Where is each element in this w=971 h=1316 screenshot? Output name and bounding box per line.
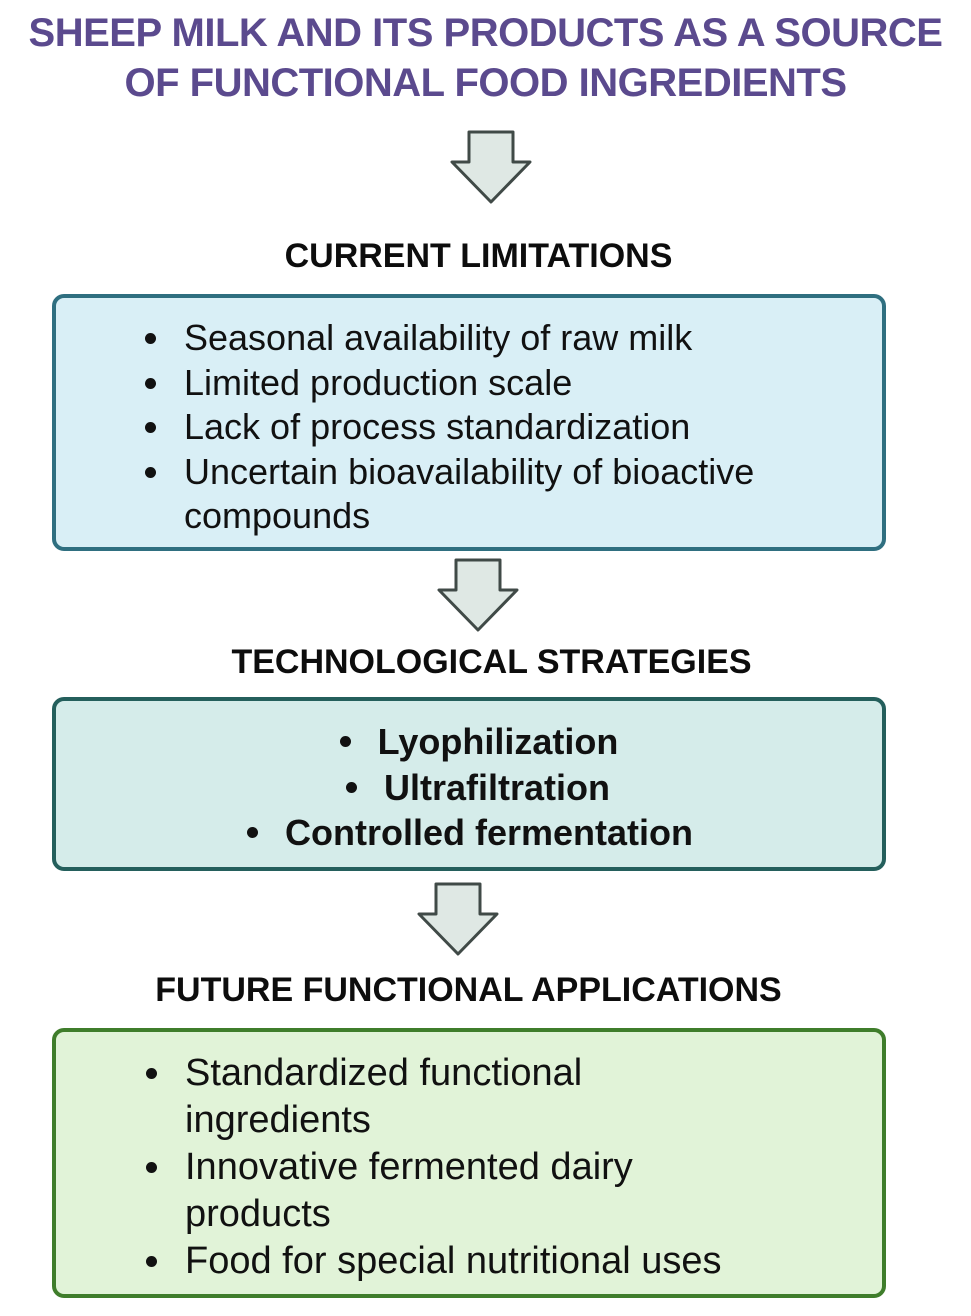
list-item: Ultrafiltration <box>56 765 882 811</box>
list-item: Seasonal availability of raw milk <box>145 316 874 361</box>
strategies-list: Lyophilization Ultrafiltration Controlle… <box>56 719 882 856</box>
list-item: Controlled fermentation <box>56 810 882 856</box>
list-item: Uncertain bioavailability of bioactive c… <box>145 450 874 539</box>
strategies-heading: TECHNOLOGICAL STRATEGIES <box>231 643 752 681</box>
down-arrow-icon <box>436 558 520 632</box>
list-item: Lyophilization <box>56 719 882 765</box>
list-item-text: Controlled fermentation <box>246 810 693 856</box>
list-item-text: Lyophilization <box>339 719 618 765</box>
limitations-list: Seasonal availability of raw milk Limite… <box>145 316 874 539</box>
list-item: Standardized functional ingredients <box>146 1050 645 1144</box>
title-line-1: SHEEP MILK AND ITS PRODUCTS AS A SOURCE <box>28 11 943 55</box>
title-line-2: OF FUNCTIONAL FOOD INGREDIENTS <box>124 61 847 105</box>
applications-heading: FUTURE FUNCTIONAL APPLICATIONS <box>155 971 782 1009</box>
limitations-heading: CURRENT LIMITATIONS <box>284 237 673 275</box>
diagram-title: SHEEP MILK AND ITS PRODUCTS AS A SOURCE … <box>0 8 971 108</box>
down-arrow-icon <box>416 882 500 956</box>
limitations-panel: Seasonal availability of raw milk Limite… <box>52 294 886 551</box>
applications-list: Standardized functional ingredients Inno… <box>146 1050 875 1285</box>
list-item: Innovative fermented dairy products <box>146 1144 685 1238</box>
list-item: Food for special nutritional uses <box>146 1238 875 1285</box>
list-item-text: Ultrafiltration <box>345 765 610 811</box>
down-arrow-icon <box>449 130 533 204</box>
strategies-panel: Lyophilization Ultrafiltration Controlle… <box>52 697 886 871</box>
list-item: Lack of process standardization <box>145 405 874 450</box>
applications-panel: Standardized functional ingredients Inno… <box>52 1028 886 1298</box>
list-item: Limited production scale <box>145 361 874 406</box>
